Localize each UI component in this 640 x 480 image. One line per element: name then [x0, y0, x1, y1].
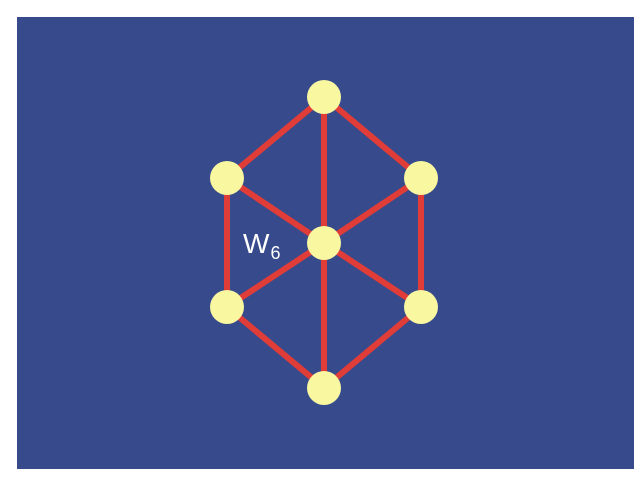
graph-label: W6 — [243, 228, 281, 263]
node-lower-left — [210, 290, 244, 324]
node-top — [307, 80, 341, 114]
edges-layer — [224, 94, 424, 391]
edge-lower-right-bottom — [321, 304, 424, 391]
node-lower-right — [404, 290, 438, 324]
edge-top-upper-right — [321, 94, 424, 181]
edge-hub-lower-left — [224, 240, 327, 310]
edge-hub-lower-right — [321, 240, 424, 310]
nodes-layer — [210, 80, 438, 405]
node-upper-right — [404, 161, 438, 195]
node-bottom — [307, 371, 341, 405]
edge-bottom-lower-left — [224, 304, 327, 391]
node-upper-left — [210, 161, 244, 195]
node-hub — [307, 226, 341, 260]
edge-hub-upper-right — [321, 175, 424, 246]
edge-upper-left-top — [224, 94, 327, 181]
wheel-graph — [17, 17, 634, 469]
edge-hub-upper-left — [224, 175, 327, 246]
graph-label-base: W — [243, 228, 270, 259]
diagram-panel — [17, 17, 634, 469]
graph-label-subscript: 6 — [270, 243, 281, 263]
